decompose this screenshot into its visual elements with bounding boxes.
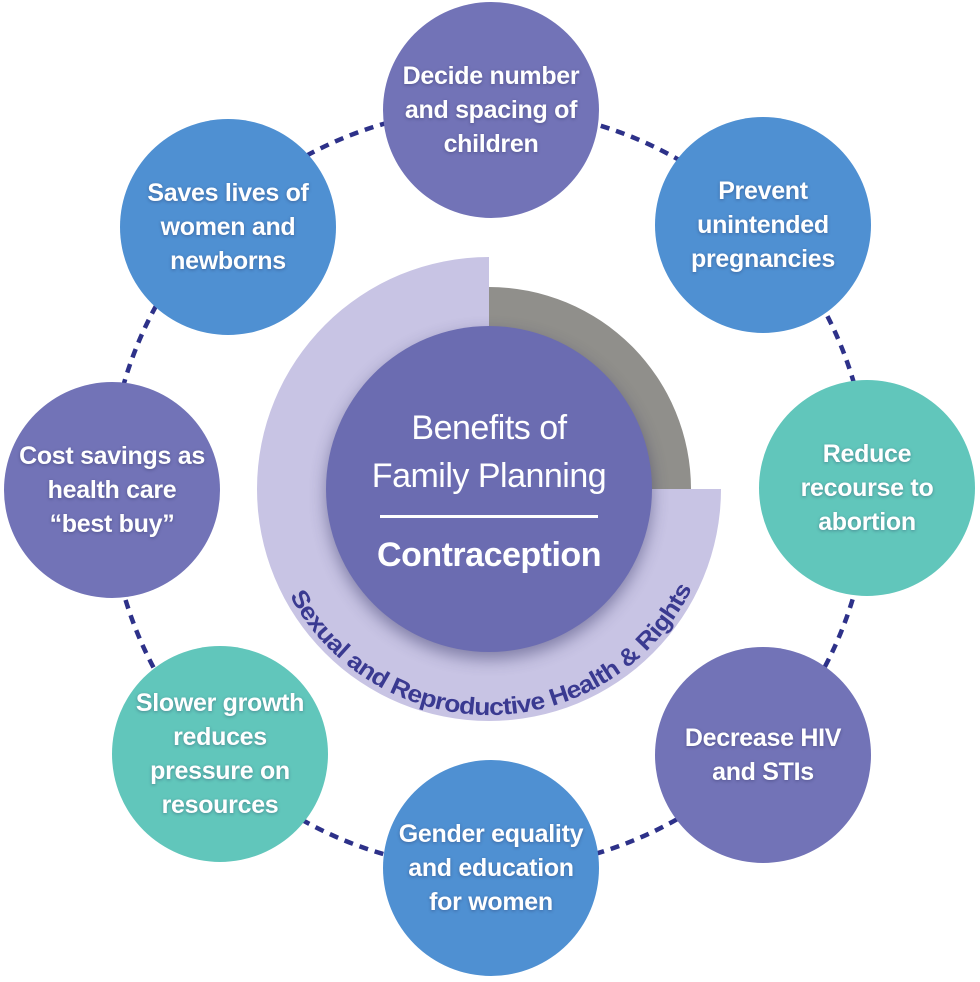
benefit-line: and education xyxy=(408,854,574,882)
benefit-line: abortion xyxy=(818,508,916,536)
benefit-line: pressure on xyxy=(150,757,290,785)
center-subtitle: Contraception xyxy=(377,535,601,574)
benefit-line: Decide number xyxy=(402,62,580,90)
benefit-line: Slower growth xyxy=(135,689,305,717)
center-title-line2: Family Planning xyxy=(371,456,607,495)
benefit-circle-slower-growth-resources: Slower growth reduces pressure on resour… xyxy=(112,646,328,862)
benefit-line: Cost savings as xyxy=(19,442,205,470)
benefit-line: unintended xyxy=(697,211,829,239)
benefit-line: Gender equality xyxy=(398,820,584,848)
benefit-line: pregnancies xyxy=(691,245,835,273)
center-divider xyxy=(380,514,598,518)
benefit-line: and spacing of xyxy=(404,96,578,124)
benefit-line: children xyxy=(443,130,539,158)
benefit-line: Decrease HIV xyxy=(684,724,842,752)
center-circle: Benefits of Family Planning Contraceptio… xyxy=(326,326,652,652)
benefit-line: and STIs xyxy=(712,758,814,786)
benefit-line: newborns xyxy=(170,247,286,275)
benefit-line: Prevent xyxy=(718,177,808,205)
center-title-line1: Benefits of xyxy=(411,408,567,447)
benefit-circle-decrease-hiv-stis: Decrease HIV and STIs xyxy=(655,647,871,863)
benefit-circle-gender-equality-education: Gender equality and education for women xyxy=(383,760,599,976)
benefit-line: “best buy” xyxy=(49,510,175,538)
ring-shadow-arc xyxy=(489,287,691,489)
benefit-circle-saves-lives-women-newborns: Saves lives of women and newborns xyxy=(120,119,336,335)
benefit-line: resources xyxy=(161,791,279,819)
benefit-line: women and xyxy=(160,213,296,241)
benefit-line: reduces xyxy=(173,723,267,751)
benefit-line: health care xyxy=(47,476,177,504)
benefit-circle-decide-number-spacing: Decide number and spacing of children xyxy=(383,2,599,218)
benefit-circle-prevent-unintended-pregnancies: Prevent unintended pregnancies xyxy=(655,117,871,333)
benefit-line: recourse to xyxy=(800,474,934,502)
benefit-line: Reduce xyxy=(822,440,912,468)
benefit-line: for women xyxy=(429,888,553,916)
benefit-circle-cost-savings-best-buy: Cost savings as health care “best buy” xyxy=(4,382,220,598)
benefit-circle-reduce-recourse-abortion: Reduce recourse to abortion xyxy=(759,380,975,596)
benefit-line: Saves lives of xyxy=(147,179,309,207)
